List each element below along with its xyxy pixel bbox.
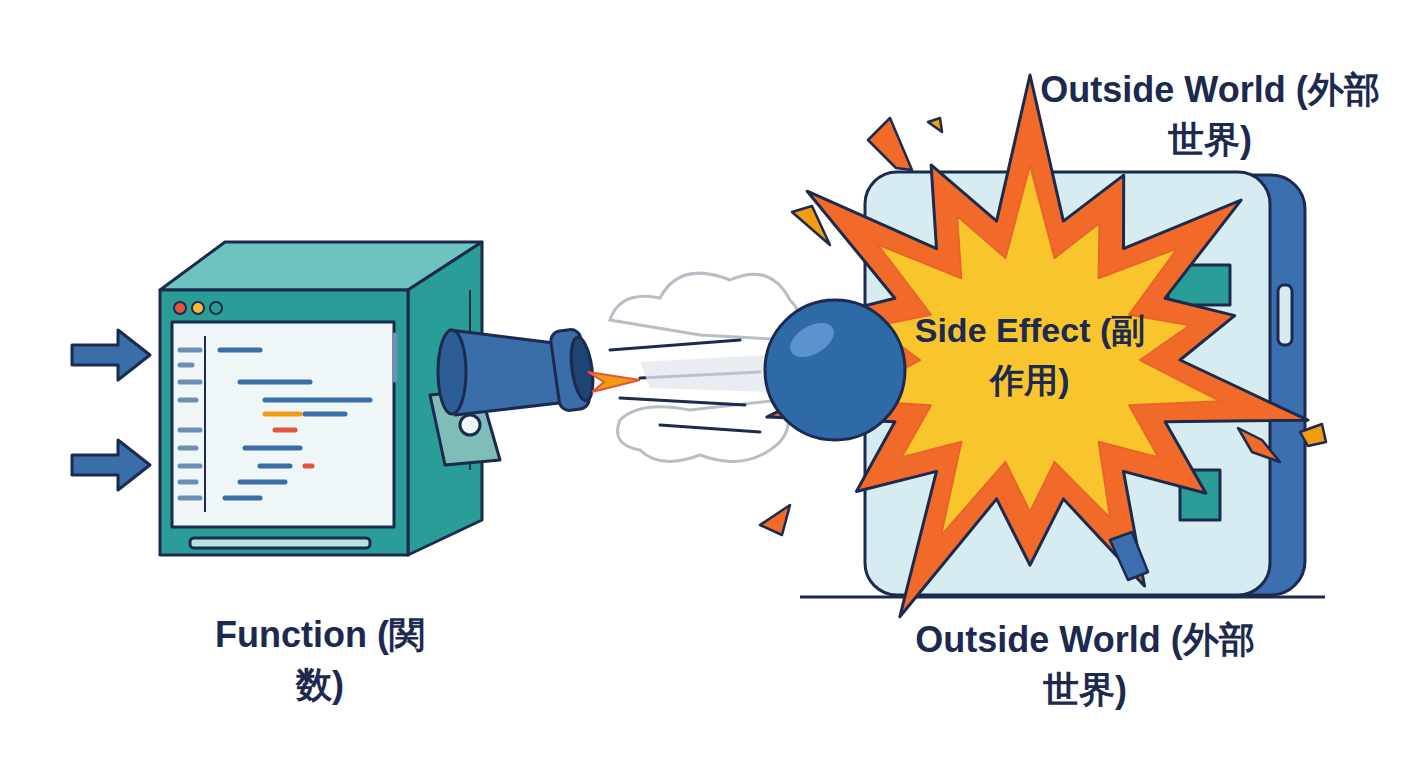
node-label: Function (関数) <box>195 610 445 710</box>
input-arrows <box>72 330 150 490</box>
muzzle-flame <box>588 372 640 392</box>
code-lines <box>180 350 370 498</box>
window-dots <box>174 302 222 314</box>
debris <box>760 118 1326 580</box>
node-label: Outside World (外部世界) <box>1040 65 1380 165</box>
node-label: Side Effect (副作用) <box>900 305 1160 405</box>
cannon-ball <box>765 300 905 440</box>
side-effect-node: Side Effect (副作用) <box>880 200 1180 520</box>
outside-world-node: Outside World (外部世界)Outside World (外部世界) <box>840 60 1380 710</box>
cannon <box>430 328 596 465</box>
node-label: Outside World (外部世界) <box>915 615 1255 715</box>
function-node: Function (関数) <box>150 240 490 710</box>
